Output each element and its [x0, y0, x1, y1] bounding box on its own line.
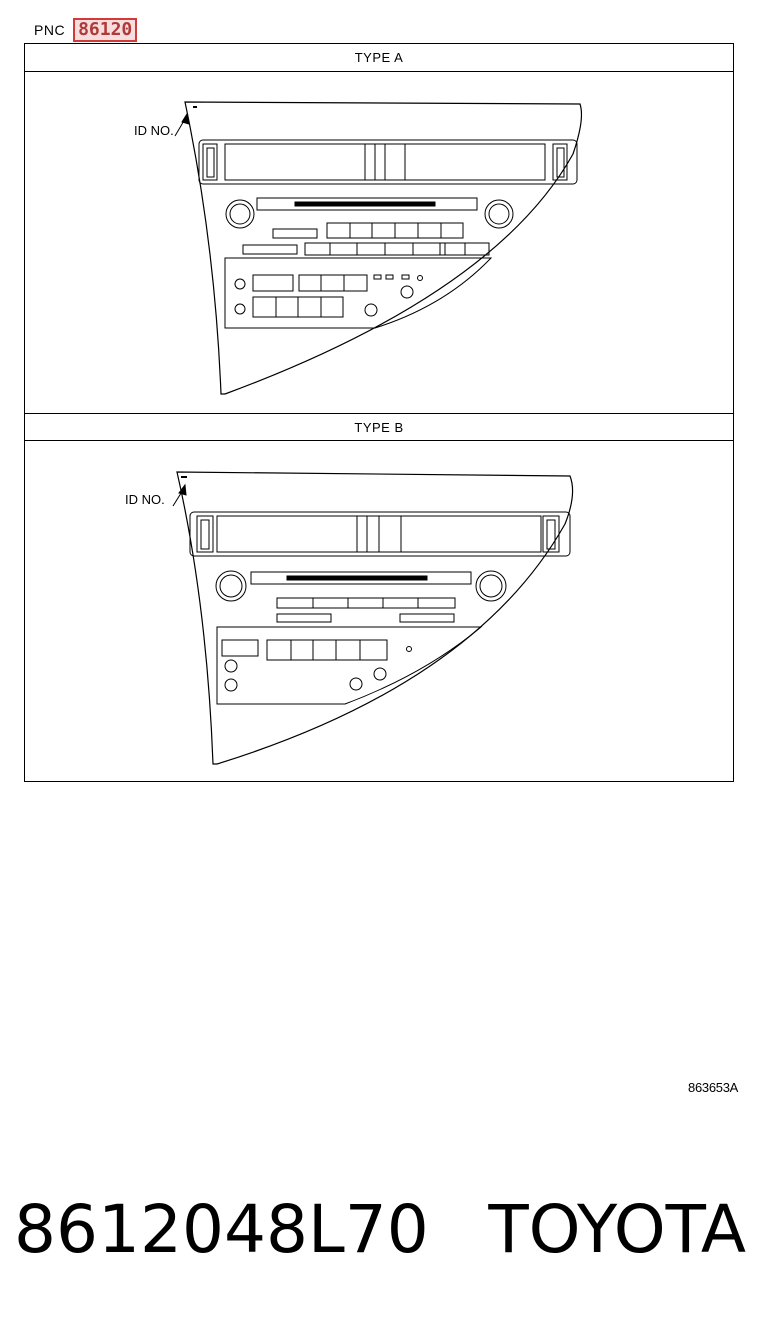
type-a-arrow: [181, 112, 190, 125]
type-b-cd-slot: [250, 571, 472, 585]
type-a-left-knob: [225, 199, 255, 229]
part-info: 8612048L70 TOYOTA: [14, 1190, 746, 1270]
type-b-lower-section: [216, 626, 483, 705]
pnc-number-badge[interactable]: 86120: [73, 18, 138, 42]
type-b-vent-frame: [189, 511, 571, 557]
pnc-header: PNC 86120: [34, 18, 138, 42]
id-label-type-a: ID NO.: [134, 123, 174, 138]
type-b-title: TYPE B: [25, 413, 733, 441]
part-number: 8612048L70: [14, 1191, 429, 1268]
type-a-vent-frame: [198, 139, 578, 185]
type-b-panel: [172, 471, 574, 765]
type-b-left-knob: [215, 570, 247, 602]
type-a-title: TYPE A: [25, 44, 733, 72]
diagram-frame: TYPE A TYPE B: [24, 43, 734, 782]
pnc-label: PNC: [34, 22, 66, 38]
brand-name: TOYOTA: [488, 1191, 746, 1268]
type-a-panel: [174, 101, 583, 395]
type-a-cd-slot: [256, 197, 478, 211]
type-b-arrow: [178, 483, 187, 496]
reference-code: 863653A: [688, 1080, 738, 1095]
type-b-right-knob: [475, 570, 507, 602]
radio-panel-drawings: [172, 101, 583, 765]
type-a-outline: [184, 101, 583, 395]
type-a-lower-section: [224, 257, 493, 329]
type-b-outline: [176, 471, 574, 765]
type-a-right-knob: [484, 199, 514, 229]
id-label-type-b: ID NO.: [125, 492, 165, 507]
